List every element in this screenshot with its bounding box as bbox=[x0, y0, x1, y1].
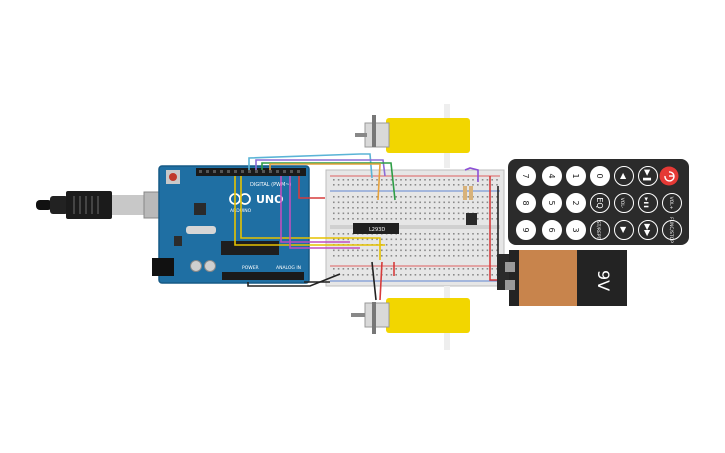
power-label: POWER bbox=[242, 265, 259, 271]
usb-cable[interactable] bbox=[36, 191, 179, 219]
remote-btn-skip[interactable]: ▶▶ bbox=[638, 220, 658, 240]
remote-btn-vol-minus[interactable]: VOL- bbox=[614, 193, 634, 213]
remote-btn-vol-plus[interactable]: VOL+ bbox=[662, 193, 682, 213]
uno-label: UNO bbox=[256, 193, 284, 206]
ir-receiver[interactable] bbox=[466, 213, 477, 225]
remote-btn-play[interactable]: ▶❚❚ bbox=[638, 193, 658, 213]
remote-btn-4[interactable]: 4 bbox=[542, 166, 562, 186]
remote-btn-6-label: 6 bbox=[547, 227, 556, 232]
crystal bbox=[186, 226, 216, 234]
remote-btn-playpause-label: ▶❚ bbox=[643, 170, 652, 183]
usb-chip bbox=[194, 203, 206, 215]
remote-btn-2[interactable]: 2 bbox=[566, 193, 586, 213]
battery-label: 9V bbox=[594, 270, 613, 291]
dc-motor-top[interactable] bbox=[355, 104, 470, 168]
remote-btn-7-label: 7 bbox=[521, 173, 530, 178]
remote-btn-st-rept[interactable]: ST/REPT bbox=[590, 220, 610, 240]
remote-btn-1[interactable]: 1 bbox=[566, 166, 586, 186]
remote-btn-5-label: 5 bbox=[547, 200, 556, 205]
remote-btn-9-label: 9 bbox=[521, 227, 530, 232]
power-jack[interactable] bbox=[152, 258, 174, 276]
atmega-chip bbox=[221, 241, 279, 255]
remote-btn-prev-label: ◀ bbox=[619, 173, 628, 180]
l293d-motor-driver[interactable]: L293D bbox=[353, 223, 399, 234]
remote-btn-4-label: 4 bbox=[547, 173, 556, 178]
remote-btn-eq[interactable]: EQ bbox=[590, 193, 610, 213]
arduino-uno-board[interactable]: DIGITAL (PWM~) UNO ARDUINO POWER ANALOG … bbox=[152, 165, 310, 284]
resistor[interactable] bbox=[463, 186, 473, 200]
remote-btn-st-rept-label: ST/REPT bbox=[595, 221, 601, 240]
remote-btn-9[interactable]: 9 bbox=[516, 220, 536, 240]
remote-btn-0[interactable]: 0 bbox=[590, 166, 610, 186]
remote-btn-vol-plus-label: VOL+ bbox=[668, 197, 674, 210]
remote-btn-skip-label: ▶▶ bbox=[643, 224, 652, 237]
remote-btn-6[interactable]: 6 bbox=[542, 220, 562, 240]
remote-btn-5[interactable]: 5 bbox=[542, 193, 562, 213]
remote-btn-func-stop-label: FUNC/STOP bbox=[668, 217, 674, 243]
remote-btn-3-label: 3 bbox=[571, 227, 580, 232]
dc-motor-bottom[interactable] bbox=[351, 286, 470, 350]
remote-btn-playpause[interactable]: ▶❚ bbox=[638, 166, 658, 186]
remote-btn-vol-minus-label: VOL- bbox=[619, 198, 625, 209]
remote-btn-0-label: 0 bbox=[595, 173, 604, 178]
remote-btn-play-label: ▶❚❚ bbox=[643, 197, 649, 208]
remote-btn-func-stop[interactable]: FUNC/STOP bbox=[662, 217, 682, 243]
power-icon[interactable] bbox=[659, 166, 679, 186]
remote-btn-7[interactable]: 7 bbox=[516, 166, 536, 186]
capacitor bbox=[204, 260, 216, 272]
remote-btn-prev[interactable]: ◀ bbox=[614, 166, 634, 186]
analog-label: ANALOG IN bbox=[276, 265, 301, 271]
remote-btn-1-label: 1 bbox=[571, 173, 580, 178]
remote-btn-next-label: ▶ bbox=[619, 227, 628, 234]
digital-label: DIGITAL (PWM~) bbox=[250, 182, 292, 188]
capacitor bbox=[190, 260, 202, 272]
battery-9v[interactable]: 9V bbox=[497, 250, 627, 306]
remote-btn-8-label: 8 bbox=[521, 200, 530, 205]
remote-btn-next[interactable]: ▶ bbox=[614, 220, 634, 240]
l293d-label: L293D bbox=[369, 227, 385, 233]
remote-btn-3[interactable]: 3 bbox=[566, 220, 586, 240]
remote-btn-8[interactable]: 8 bbox=[516, 193, 536, 213]
remote-btn-2-label: 2 bbox=[571, 200, 580, 205]
wires[interactable] bbox=[234, 153, 505, 301]
remote-btn-eq-label: EQ bbox=[595, 197, 604, 208]
breadboard[interactable] bbox=[325, 169, 505, 287]
